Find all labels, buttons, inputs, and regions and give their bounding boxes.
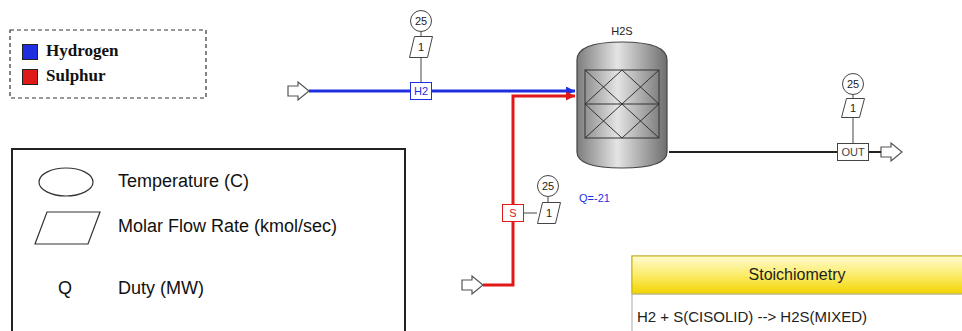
legend-text: Hydrogen — [46, 42, 118, 61]
stream-connector — [853, 95, 854, 98]
legend-text: Duty (MW) — [118, 279, 204, 299]
legend-frame — [10, 30, 206, 98]
packed-bed — [585, 70, 659, 138]
hydrogen-line — [309, 90, 421, 93]
stream-value: 1 — [850, 103, 856, 114]
flow-tag-outline — [842, 99, 865, 118]
stream-connector — [524, 213, 537, 214]
stream-value: 25 — [542, 181, 554, 192]
stream-connector — [421, 32, 422, 36]
stream-value: OUT — [841, 147, 864, 158]
legend-swatch — [22, 69, 38, 85]
stream-connector — [421, 58, 422, 82]
stream-connector — [513, 96, 575, 204]
vessel-shell — [577, 42, 667, 168]
stream-value: 1 — [418, 42, 424, 53]
stream-label: H2 — [410, 82, 432, 100]
flow-tag-outline — [538, 203, 561, 224]
packing-cross — [622, 70, 659, 104]
unit-name: H2S — [611, 26, 632, 37]
flow-tag: 1 — [841, 98, 865, 118]
stream-connector — [853, 118, 854, 143]
inlet-arrow — [288, 82, 309, 100]
reactor-vessel: H2S — [575, 26, 669, 170]
stream-connector — [432, 90, 575, 93]
duty-symbol: Q — [58, 279, 72, 299]
packing-cross — [585, 104, 622, 138]
flow-symbol — [35, 212, 100, 244]
flow-tag: 1 — [409, 36, 433, 58]
legend-frame — [12, 149, 405, 331]
inlet-arrow — [462, 276, 483, 294]
stream-connector — [669, 151, 837, 153]
outlet-arrow — [881, 143, 902, 161]
stream-value: 25 — [415, 16, 427, 27]
legend-swatch — [22, 44, 38, 60]
table-rule — [632, 294, 962, 295]
stream-value: 25 — [847, 79, 859, 90]
packing-rule — [585, 104, 659, 105]
legend-text: Molar Flow Rate (kmol/sec) — [118, 217, 337, 237]
table-cell: H2 + S(CISOLID) --> H2S(MIXED) — [637, 309, 867, 326]
stream-value: S — [509, 208, 516, 219]
flow-tag-outline — [410, 37, 433, 58]
temperature-symbol — [39, 168, 93, 196]
packing-cross — [622, 104, 659, 138]
temperature-tag: 25 — [537, 175, 559, 197]
temperature-tag: 25 — [842, 73, 864, 95]
stream-connector — [548, 197, 549, 202]
legend-text: Sulphur — [46, 67, 106, 86]
duty-label: Q=-21 — [579, 192, 610, 204]
legend-text: Temperature (C) — [118, 172, 249, 192]
temperature-tag: 25 — [410, 10, 432, 32]
flow-tag: 1 — [537, 202, 561, 224]
packing-cross — [585, 70, 622, 104]
table-header-text: Stoichiometry — [632, 266, 962, 284]
stream-value: 1 — [546, 208, 552, 219]
table-panel — [632, 256, 962, 331]
stream-label: OUT — [837, 143, 869, 161]
reactor-vessel-drawing — [575, 40, 669, 170]
table-header — [632, 256, 962, 294]
stream-value: H2 — [414, 86, 428, 97]
sulphur-line — [483, 213, 513, 285]
stream-label: S — [502, 204, 524, 222]
